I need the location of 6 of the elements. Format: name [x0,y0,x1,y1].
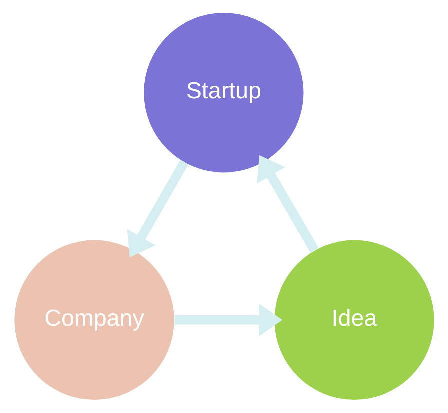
node-circle: Startup [144,12,304,173]
node-circle: Idea [274,240,434,400]
arrow [256,155,318,253]
arrow [126,160,188,258]
node-circle: Company [14,240,174,400]
arrow [174,304,282,336]
